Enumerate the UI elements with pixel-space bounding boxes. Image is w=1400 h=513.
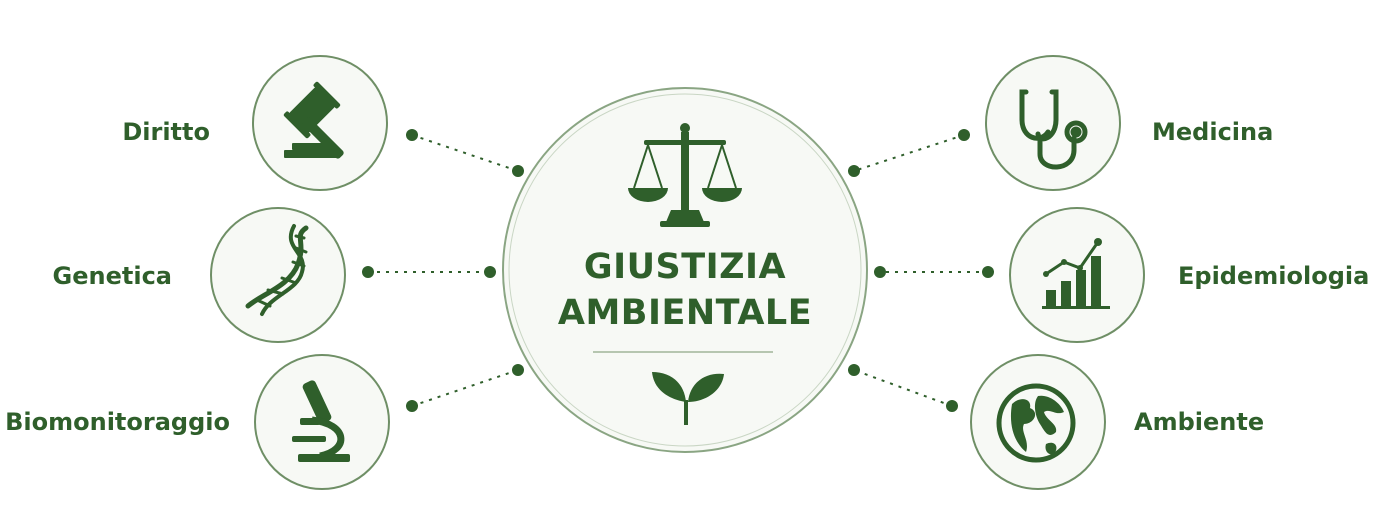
connector-diritto [411,134,519,172]
connector-medicina [853,134,965,172]
center-title-line2: AMBIENTALE [557,293,813,333]
node-label-biomonitoraggio: Biomonitoraggio [5,408,230,436]
connector-dot [874,266,886,278]
node-label-genetica: Genetica [52,262,172,290]
node-circle-genetica [210,207,346,343]
node-circle-medicina [985,55,1121,191]
connector-dot [512,364,524,376]
connector-dot [982,266,994,278]
connector-dot [406,400,418,412]
connector-dot [512,165,524,177]
scales-of-justice-icon [628,123,742,227]
bar-chart-icon [1042,238,1110,309]
connector-dot [848,364,860,376]
connector-dot [848,165,860,177]
connectors [368,134,988,407]
node-circle-diritto [252,55,388,191]
node-label-medicina: Medicina [1152,118,1274,146]
stethoscope-icon [1019,89,1088,170]
globe-icon [996,383,1076,463]
connector-dot [484,266,496,278]
connector-dot [946,400,958,412]
dna-icon [245,224,309,316]
gavel-icon [283,81,344,159]
node-label-epidemiologia: Epidemiologia [1178,262,1370,290]
connector-dot [406,129,418,141]
connector-biomonitoraggio [411,369,519,407]
node-label-ambiente: Ambiente [1134,408,1265,436]
center-hub [502,87,868,453]
connector-dots [362,129,994,412]
sprout-icon [652,372,724,425]
microscope-icon [292,380,350,462]
connector-dot [362,266,374,278]
connector-ambiente [853,369,953,407]
center-title-line1: GIUSTIZIA [583,247,787,287]
node-label-diritto: Diritto [122,118,210,146]
connector-dot [958,129,970,141]
